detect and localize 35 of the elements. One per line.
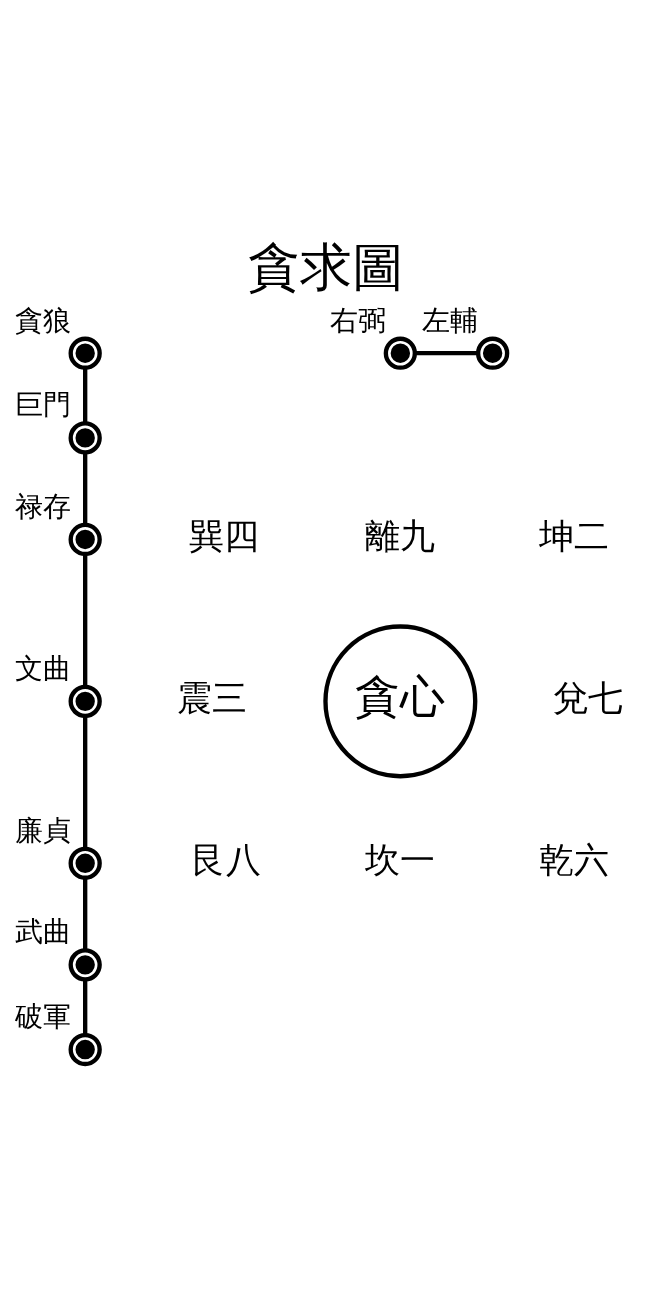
connector: [83, 554, 88, 687]
connector: [83, 716, 88, 848]
node-label: 貪狼: [14, 303, 71, 337]
label: 坎一: [365, 840, 436, 881]
label: 乾六: [539, 840, 610, 881]
node-circle: [68, 522, 102, 557]
node-label: 廉貞: [14, 813, 71, 847]
connector: [415, 351, 478, 356]
label: 兌七: [553, 678, 624, 719]
label: 坤二: [539, 516, 610, 557]
node-label: 右弼: [330, 303, 386, 337]
node-circle: [68, 846, 102, 880]
node-circle: [68, 421, 102, 455]
label: 震三: [177, 678, 248, 719]
node-circle: 貪心: [323, 624, 478, 779]
node-label: 破軍: [14, 1000, 71, 1034]
node-circle: [383, 336, 417, 370]
node-label: 文曲: [14, 651, 71, 685]
label: 艮八: [191, 840, 262, 881]
node-circle: [475, 336, 510, 370]
connector: [83, 877, 88, 950]
node-label: 巨門: [14, 388, 71, 422]
diagram-title: 貪求圖: [248, 236, 405, 297]
node-circle: [68, 684, 102, 719]
connector: [83, 980, 88, 1035]
node-label: 禄存: [14, 489, 71, 523]
node-circle: [68, 336, 102, 370]
node-label: 武曲: [14, 915, 71, 949]
node-circle: [68, 1032, 102, 1067]
label: 巽四: [189, 516, 260, 557]
node-label: 左輔: [422, 303, 479, 337]
connector: [83, 368, 88, 423]
node-circle: [68, 948, 102, 982]
connector: [83, 452, 88, 525]
label: 離九: [365, 516, 436, 557]
